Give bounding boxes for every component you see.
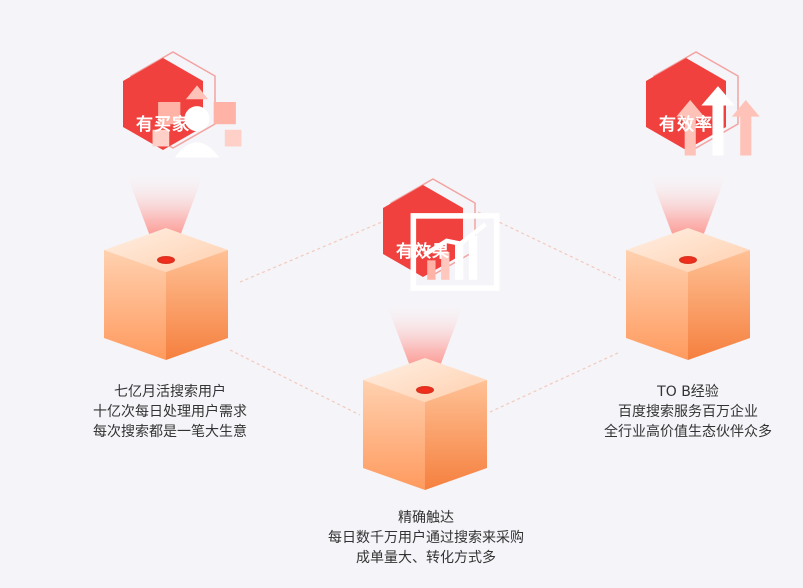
desc-line: 每次搜索都是一笔大生意 <box>93 424 247 440</box>
desc-line: TO B经验 <box>657 384 719 400</box>
cube-icon <box>104 228 228 360</box>
desc-line: 精确触达 <box>398 510 454 526</box>
node-description: 精确触达 每日数千万用户通过搜索来采购 成单量大、转化方式多 <box>311 508 541 568</box>
badge-label: 有买家 <box>136 115 190 135</box>
cube-icon <box>363 358 487 490</box>
light-beam-icon <box>385 300 465 390</box>
desc-line: 每日数千万用户通过搜索来采购 <box>328 530 524 546</box>
users-icon <box>147 72 242 158</box>
badge-effect: 有效果 <box>377 175 500 291</box>
arrows-up-icon <box>668 70 760 156</box>
node-description: TO B经验 百度搜索服务百万企业 全行业高价值生态伙伴众多 <box>573 382 803 442</box>
connector-left-top <box>239 221 383 283</box>
desc-line: 成单量大、转化方式多 <box>356 550 496 566</box>
desc-line: 十亿次每日处理用户需求 <box>93 404 247 420</box>
badge-label: 有效率 <box>659 115 713 135</box>
badge-label: 有效果 <box>396 242 450 262</box>
light-beam-icon <box>648 170 728 260</box>
desc-line: 全行业高价值生态伙伴众多 <box>604 424 772 440</box>
desc-line: 七亿月活搜索用户 <box>114 384 226 400</box>
bar-chart-icon <box>405 197 500 291</box>
badge-efficiency: 有效率 <box>640 48 760 158</box>
cube-icon <box>626 228 750 360</box>
connector-right-top <box>477 211 621 281</box>
connector-left-bottom <box>229 349 361 416</box>
hexagon-icon <box>646 51 739 150</box>
badge-buyers: 有买家 <box>117 48 242 158</box>
desc-line: 百度搜索服务百万企业 <box>618 404 758 420</box>
light-beam-icon <box>125 170 205 260</box>
node-description: 七亿月活搜索用户 十亿次每日处理用户需求 每次搜索都是一笔大生意 <box>55 382 285 442</box>
